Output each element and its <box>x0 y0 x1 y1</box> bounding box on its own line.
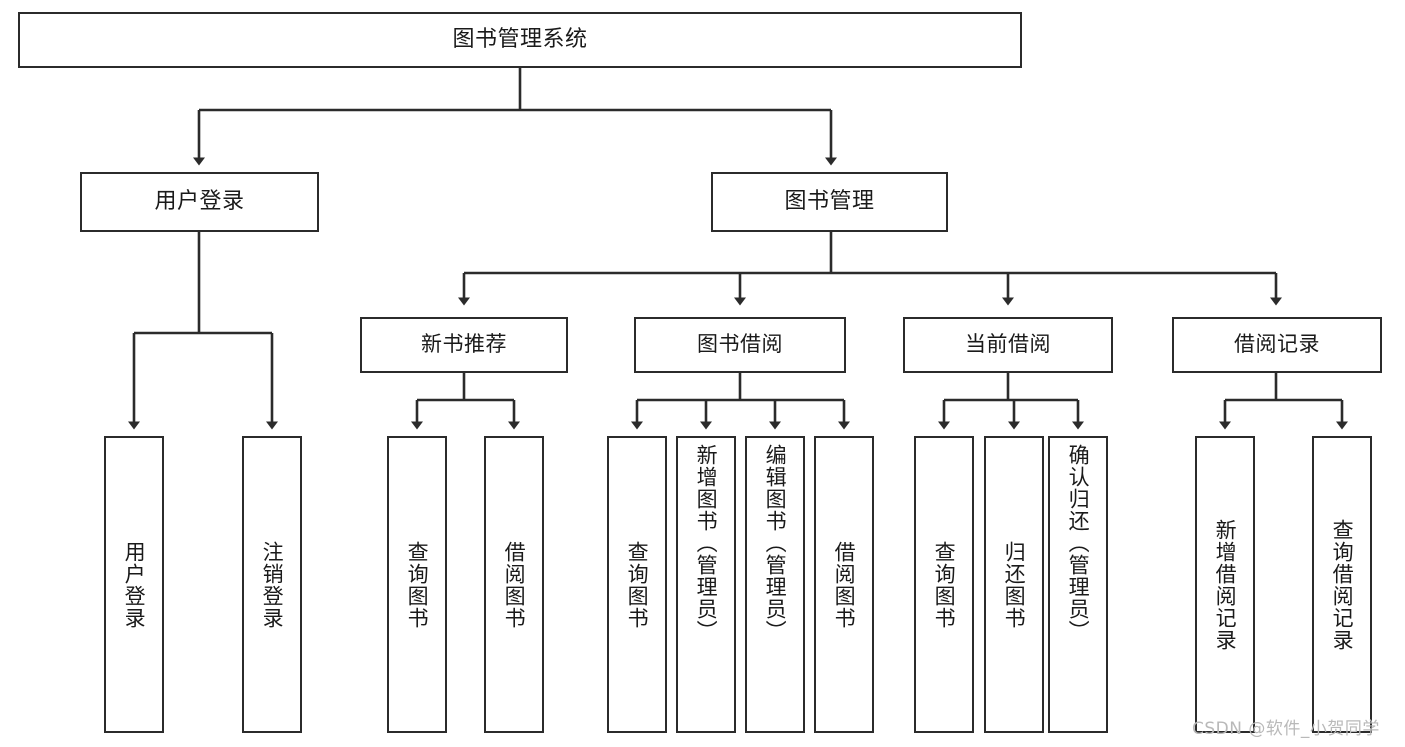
leaf-label-return-book: 归还图书 <box>1002 540 1027 629</box>
leaf-label-add-borrow-record: 新增借阅记录 <box>1213 518 1238 651</box>
leaf-label-user-login: 用户登录 <box>122 540 147 629</box>
edges-user-login-to-leaves <box>128 232 278 430</box>
leaf-label-borrow-book-2: 借阅图书 <box>832 540 857 629</box>
node-label-user-login: 用户登录 <box>154 188 245 214</box>
edges-borrow-record-to-leaves <box>1219 373 1348 430</box>
leaf-user-login[interactable]: 用户登录 <box>104 436 164 733</box>
node-label-book-borrow: 图书借阅 <box>697 332 783 357</box>
leaf-query-book-3[interactable]: 查询图书 <box>914 436 974 733</box>
leaf-add-borrow-record[interactable]: 新增借阅记录 <box>1195 436 1255 733</box>
node-book-borrow[interactable]: 图书借阅 <box>634 317 846 373</box>
leaf-borrow-book-2[interactable]: 借阅图书 <box>814 436 874 733</box>
leaf-edit-book-admin[interactable]: 编辑图书（管理员） <box>745 436 805 733</box>
leaf-label-logout-login: 注销登录 <box>260 540 285 629</box>
leaf-label-query-book-1: 查询图书 <box>405 540 430 629</box>
leaf-return-book[interactable]: 归还图书 <box>984 436 1044 733</box>
node-label-borrow-record: 借阅记录 <box>1234 332 1320 357</box>
leaf-query-book-1[interactable]: 查询图书 <box>387 436 447 733</box>
leaf-label-edit-book-admin: 编辑图书（管理员） <box>763 444 788 642</box>
edges-root-to-level1 <box>193 68 837 166</box>
leaf-logout-login[interactable]: 注销登录 <box>242 436 302 733</box>
node-borrow-record[interactable]: 借阅记录 <box>1172 317 1382 373</box>
node-label-current-borrow: 当前借阅 <box>965 332 1051 357</box>
node-label-new-book-recommend: 新书推荐 <box>421 332 507 357</box>
leaf-add-book-admin[interactable]: 新增图书（管理员） <box>676 436 736 733</box>
leaf-label-query-book-3: 查询图书 <box>932 540 957 629</box>
leaf-query-borrow-record[interactable]: 查询借阅记录 <box>1312 436 1372 733</box>
leaf-label-query-borrow-record: 查询借阅记录 <box>1330 518 1355 651</box>
leaf-label-confirm-return-admin: 确认归还（管理员） <box>1066 444 1091 642</box>
node-book-manage[interactable]: 图书管理 <box>711 172 948 232</box>
edges-new-book-recommend-to-leaves <box>411 373 520 430</box>
edges-book-borrow-to-leaves <box>631 373 850 430</box>
leaf-query-book-2[interactable]: 查询图书 <box>607 436 667 733</box>
node-system-root[interactable]: 图书管理系统 <box>18 12 1022 68</box>
leaf-label-query-book-2: 查询图书 <box>625 540 650 629</box>
node-new-book-recommend[interactable]: 新书推荐 <box>360 317 568 373</box>
edges-current-borrow-to-leaves <box>938 373 1084 430</box>
node-current-borrow[interactable]: 当前借阅 <box>903 317 1113 373</box>
node-label-book-manage: 图书管理 <box>784 188 875 214</box>
node-user-login[interactable]: 用户登录 <box>80 172 319 232</box>
leaf-confirm-return-admin[interactable]: 确认归还（管理员） <box>1048 436 1108 733</box>
edges-book-manage-to-level2 <box>458 232 1282 306</box>
leaf-label-borrow-book-1: 借阅图书 <box>502 540 527 629</box>
node-label-system-root: 图书管理系统 <box>452 26 588 52</box>
leaf-borrow-book-1[interactable]: 借阅图书 <box>484 436 544 733</box>
leaf-label-add-book-admin: 新增图书（管理员） <box>694 444 719 642</box>
